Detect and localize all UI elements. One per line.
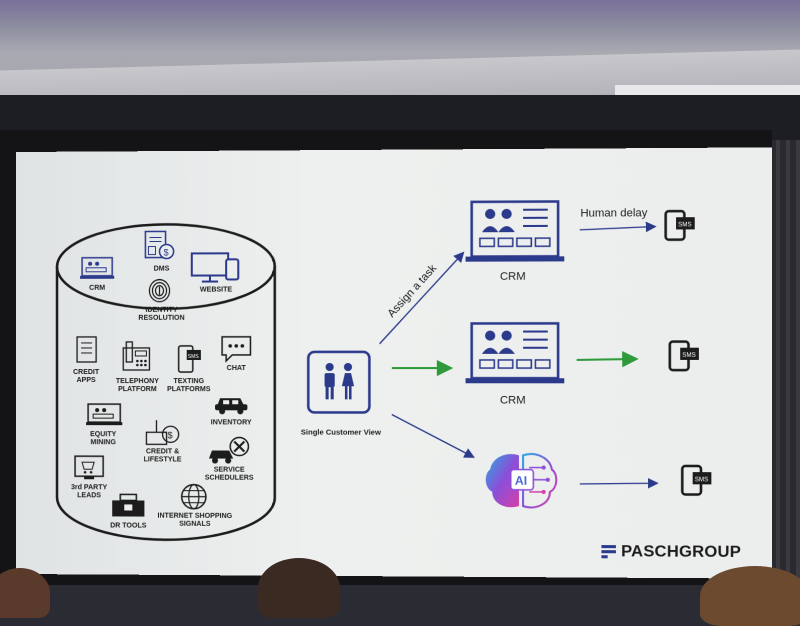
projection-screen: CRM $ DMS WEBSITE IDENTITY RESOLUTION CR… (16, 147, 772, 578)
human-delay-arrow (580, 227, 656, 230)
ai-arrow (392, 415, 474, 458)
crm-mid-icon (466, 321, 569, 386)
crm-top-label: CRM (492, 271, 533, 283)
flow-arrows (16, 147, 772, 578)
sms-phone-bottom-icon: SMS (678, 464, 715, 499)
green-arrow-right (577, 359, 637, 360)
assign-arrow (380, 253, 464, 344)
svg-text:SMS: SMS (682, 353, 695, 359)
svg-text:SMS: SMS (678, 222, 691, 228)
svg-text:AI: AI (515, 474, 527, 488)
crm-top-icon (466, 199, 569, 264)
audience-head (0, 568, 50, 618)
sms-phone-mid-icon: SMS (666, 340, 703, 375)
ai-sms-arrow (580, 483, 658, 484)
svg-text:SMS: SMS (695, 477, 708, 483)
audience (0, 560, 800, 600)
audience-head (700, 566, 800, 626)
audience-head (258, 558, 340, 618)
ai-brain-icon: AI (482, 449, 560, 514)
crm-mid-label: CRM (492, 394, 533, 406)
sms-phone-top-icon: SMS (662, 209, 699, 244)
pasch-logo-icon (601, 545, 618, 559)
human-delay-label: Human delay (573, 207, 656, 220)
